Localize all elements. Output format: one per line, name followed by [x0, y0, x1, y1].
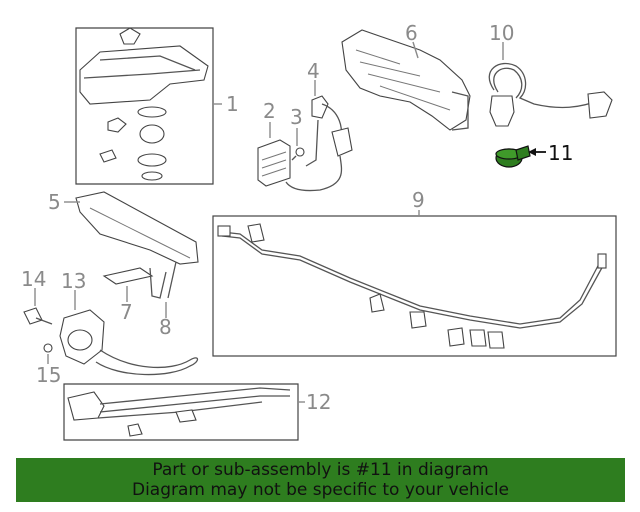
- callout-5[interactable]: 5: [48, 190, 61, 214]
- callout-10[interactable]: 10: [489, 21, 514, 45]
- callout-6[interactable]: 6: [405, 21, 418, 45]
- filler-pipe-part[interactable]: [67, 387, 291, 437]
- clip-part[interactable]: [102, 267, 154, 285]
- sensor-part[interactable]: [23, 307, 53, 325]
- banner-line-2: Diagram may not be specific to your vehi…: [131, 480, 509, 500]
- callout-13[interactable]: 13: [61, 269, 86, 293]
- part-9-frame: [212, 215, 617, 357]
- bolt-part[interactable]: [291, 147, 305, 161]
- part-1-frame: [75, 27, 214, 185]
- callout-2[interactable]: 2: [263, 99, 276, 123]
- callout-3[interactable]: 3: [290, 105, 303, 129]
- control-module-part[interactable]: [257, 139, 291, 187]
- wire-harness-part[interactable]: [285, 95, 353, 192]
- callout-12[interactable]: 12: [306, 390, 331, 414]
- vent-hose-part[interactable]: [488, 62, 613, 127]
- callout-4[interactable]: 4: [307, 59, 320, 83]
- callout-11[interactable]: 11: [548, 141, 573, 165]
- highlight-banner: Part or sub-assembly is #11 in diagram D…: [16, 458, 625, 502]
- part-12-frame: [63, 383, 299, 441]
- fuel-line-part[interactable]: [217, 223, 607, 349]
- callout-8[interactable]: 8: [159, 315, 172, 339]
- fastener-part[interactable]: [43, 343, 53, 353]
- callout-14[interactable]: 14: [21, 267, 46, 291]
- strap-part[interactable]: [149, 261, 177, 299]
- parts-diagram: 1 2 3 4 6: [21, 21, 617, 441]
- bracket-part[interactable]: [75, 191, 199, 265]
- banner-line-1: Part or sub-assembly is #11 in diagram: [152, 460, 489, 480]
- callout-7[interactable]: 7: [120, 300, 133, 324]
- callout-1[interactable]: 1: [226, 92, 239, 116]
- heat-shield-part[interactable]: [341, 29, 471, 131]
- callout-9[interactable]: 9: [412, 188, 425, 212]
- filler-housing-part[interactable]: [59, 309, 199, 376]
- callout-15[interactable]: 15: [36, 363, 61, 387]
- evap-canister-part[interactable]: [79, 27, 209, 181]
- part-11-highlighted[interactable]: [495, 145, 531, 168]
